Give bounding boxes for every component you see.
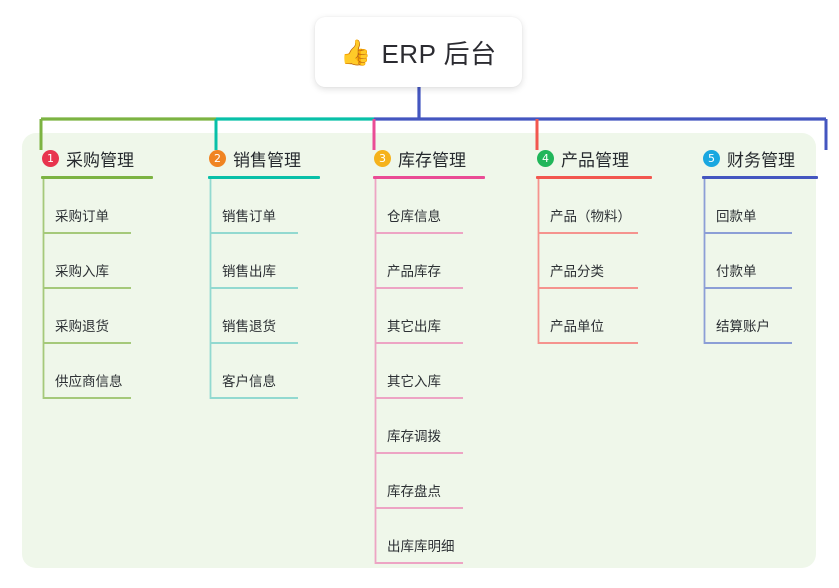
branch-label: 财务管理 [727,150,795,170]
branch-column-5: 5 财务管理回款单付款单结算账户 [694,145,818,344]
branch-item[interactable]: 库存调拨 [365,399,485,454]
branch-item-underline [210,232,298,234]
branch-column-1: 1 采购管理采购订单采购入库采购退货供应商信息 [33,145,153,399]
branch-label: 产品管理 [561,150,629,170]
branch-header-1[interactable]: 1 采购管理 [33,145,153,171]
branch-item-underline [375,562,463,564]
branch-header-2[interactable]: 2 销售管理 [200,145,320,171]
branch-label: 库存管理 [398,150,466,170]
branch-underline [702,176,818,179]
branch-item-underline [375,232,463,234]
branch-item-label: 产品单位 [550,319,604,334]
branch-item-underline [375,452,463,454]
branch-item-label: 采购订单 [55,209,109,224]
branch-label: 采购管理 [66,150,134,170]
branch-item-label: 仓库信息 [387,209,441,224]
branch-item-underline [704,232,792,234]
branch-item-label: 采购入库 [55,264,109,279]
branch-number-badge: 5 [703,149,720,167]
branch-underline [208,176,320,179]
branch-item-label: 回款单 [716,209,757,224]
branch-header-5[interactable]: 5 财务管理 [694,145,818,171]
branch-item-underline [43,342,131,344]
branch-column-4: 4 产品管理产品（物料） 产品分类产品单位 [528,145,652,344]
branch-item-label: 其它入库 [387,374,441,389]
branch-item-underline [375,397,463,399]
branch-column-2: 2 销售管理销售订单销售出库销售退货客户信息 [200,145,320,399]
branch-item-label: 库存盘点 [387,484,441,499]
branch-item-label: 产品库存 [387,264,441,279]
branch-item-underline [538,287,638,289]
branch-item[interactable]: 供应商信息 [33,344,153,399]
branch-item-list: 回款单付款单结算账户 [694,179,818,344]
branch-column-3: 3 库存管理仓库信息产品库存其它出库其它入库库存调拨库存盘点出库库明细 [365,145,485,564]
branch-item-underline [538,342,638,344]
branch-item[interactable]: 销售订单 [200,179,320,234]
branch-item[interactable]: 回款单 [694,179,818,234]
branch-item[interactable]: 其它出库 [365,289,485,344]
branch-item-underline [375,507,463,509]
branch-item[interactable]: 结算账户 [694,289,818,344]
branch-item[interactable]: 销售退货 [200,289,320,344]
diagram-background-panel [22,133,816,568]
branch-item-label: 结算账户 [716,319,770,334]
branch-item-label: 产品（物料） [550,209,631,224]
branch-item-underline [704,287,792,289]
branch-item-underline [538,232,638,234]
branch-item-list: 仓库信息产品库存其它出库其它入库库存调拨库存盘点出库库明细 [365,179,485,564]
branch-item-label: 其它出库 [387,319,441,334]
branch-item[interactable]: 产品分类 [528,234,652,289]
branch-item[interactable]: 产品（物料） [528,179,652,234]
branch-number-badge: 1 [42,149,59,167]
branch-item-underline [210,287,298,289]
branch-header-4[interactable]: 4 产品管理 [528,145,652,171]
branch-item-label: 产品分类 [550,264,604,279]
branch-item[interactable]: 产品库存 [365,234,485,289]
branch-item-underline [43,397,131,399]
branch-item-underline [210,397,298,399]
branch-header-3[interactable]: 3 库存管理 [365,145,485,171]
branch-item-label: 销售出库 [222,264,276,279]
branch-item-list: 产品（物料） 产品分类产品单位 [528,179,652,344]
branch-item-label: 供应商信息 [55,374,123,389]
root-node-content: 👍 ERP 后台 [340,34,496,71]
branch-item-label: 销售订单 [222,209,276,224]
branch-underline [536,176,652,179]
branch-item-underline [704,342,792,344]
branch-item[interactable]: 采购退货 [33,289,153,344]
branch-number-badge: 4 [537,149,554,167]
branch-item-underline [375,287,463,289]
branch-item-underline [43,287,131,289]
branch-number-badge: 2 [209,149,226,167]
root-node[interactable]: 👍 ERP 后台 [315,17,522,87]
root-node-title: ERP 后台 [381,38,497,69]
branch-item-underline [210,342,298,344]
branch-item-underline [375,342,463,344]
branch-item[interactable]: 仓库信息 [365,179,485,234]
branch-item-label: 出库库明细 [387,539,455,554]
branch-item-list: 销售订单销售出库销售退货客户信息 [200,179,320,399]
branch-item[interactable]: 产品单位 [528,289,652,344]
branch-underline [373,176,485,179]
branch-item-underline [43,232,131,234]
thumbs-up-icon: 👍 [340,37,372,67]
branch-item[interactable]: 采购入库 [33,234,153,289]
branch-item-label: 付款单 [716,264,757,279]
branch-underline [41,176,153,179]
branch-item[interactable]: 付款单 [694,234,818,289]
branch-item-label: 库存调拨 [387,429,441,444]
branch-item[interactable]: 出库库明细 [365,509,485,564]
branch-item[interactable]: 采购订单 [33,179,153,234]
branch-item-label: 销售退货 [222,319,276,334]
branch-item-list: 采购订单采购入库采购退货供应商信息 [33,179,153,399]
branch-item-label: 采购退货 [55,319,109,334]
branch-number-badge: 3 [374,149,391,167]
branch-item-label: 客户信息 [222,374,276,389]
branch-label: 销售管理 [233,150,301,170]
branch-item[interactable]: 库存盘点 [365,454,485,509]
branch-item[interactable]: 客户信息 [200,344,320,399]
branch-item[interactable]: 其它入库 [365,344,485,399]
branch-item[interactable]: 销售出库 [200,234,320,289]
